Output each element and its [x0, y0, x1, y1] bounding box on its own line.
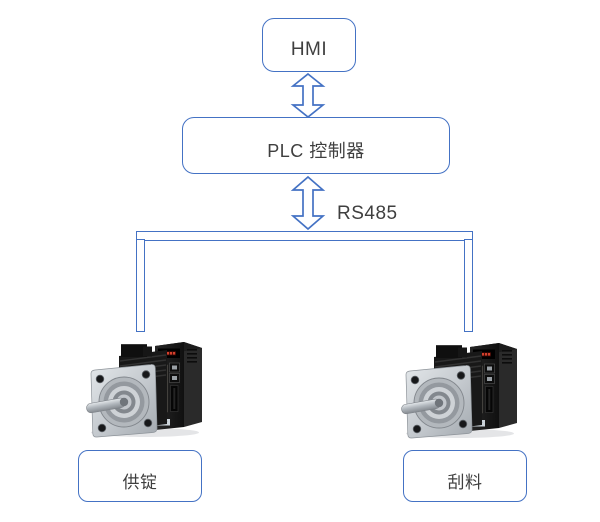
- plc-box: PLC 控制器: [182, 117, 450, 174]
- bus-left-drop-bar: [136, 239, 145, 332]
- bus-horizontal-bar: [136, 231, 473, 241]
- right-device-box: 刮料: [403, 450, 527, 502]
- hmi-label: HMI: [290, 38, 328, 60]
- servo-motor-drive-image-left: [85, 336, 210, 438]
- bus-right-drop-bar: [464, 239, 473, 332]
- hmi-box: HMI: [262, 18, 356, 72]
- plc-label: PLC 控制器: [267, 141, 365, 161]
- servo-motor-drive-image-right: [400, 337, 525, 439]
- double-arrow-plc-bus-icon: [290, 175, 326, 231]
- double-arrow-hmi-plc-icon: [290, 72, 326, 119]
- left-device-box: 供锭: [78, 450, 202, 502]
- left-device-label: 供锭: [122, 473, 158, 492]
- right-device-label: 刮料: [447, 473, 483, 492]
- rs485-label: RS485: [337, 203, 398, 224]
